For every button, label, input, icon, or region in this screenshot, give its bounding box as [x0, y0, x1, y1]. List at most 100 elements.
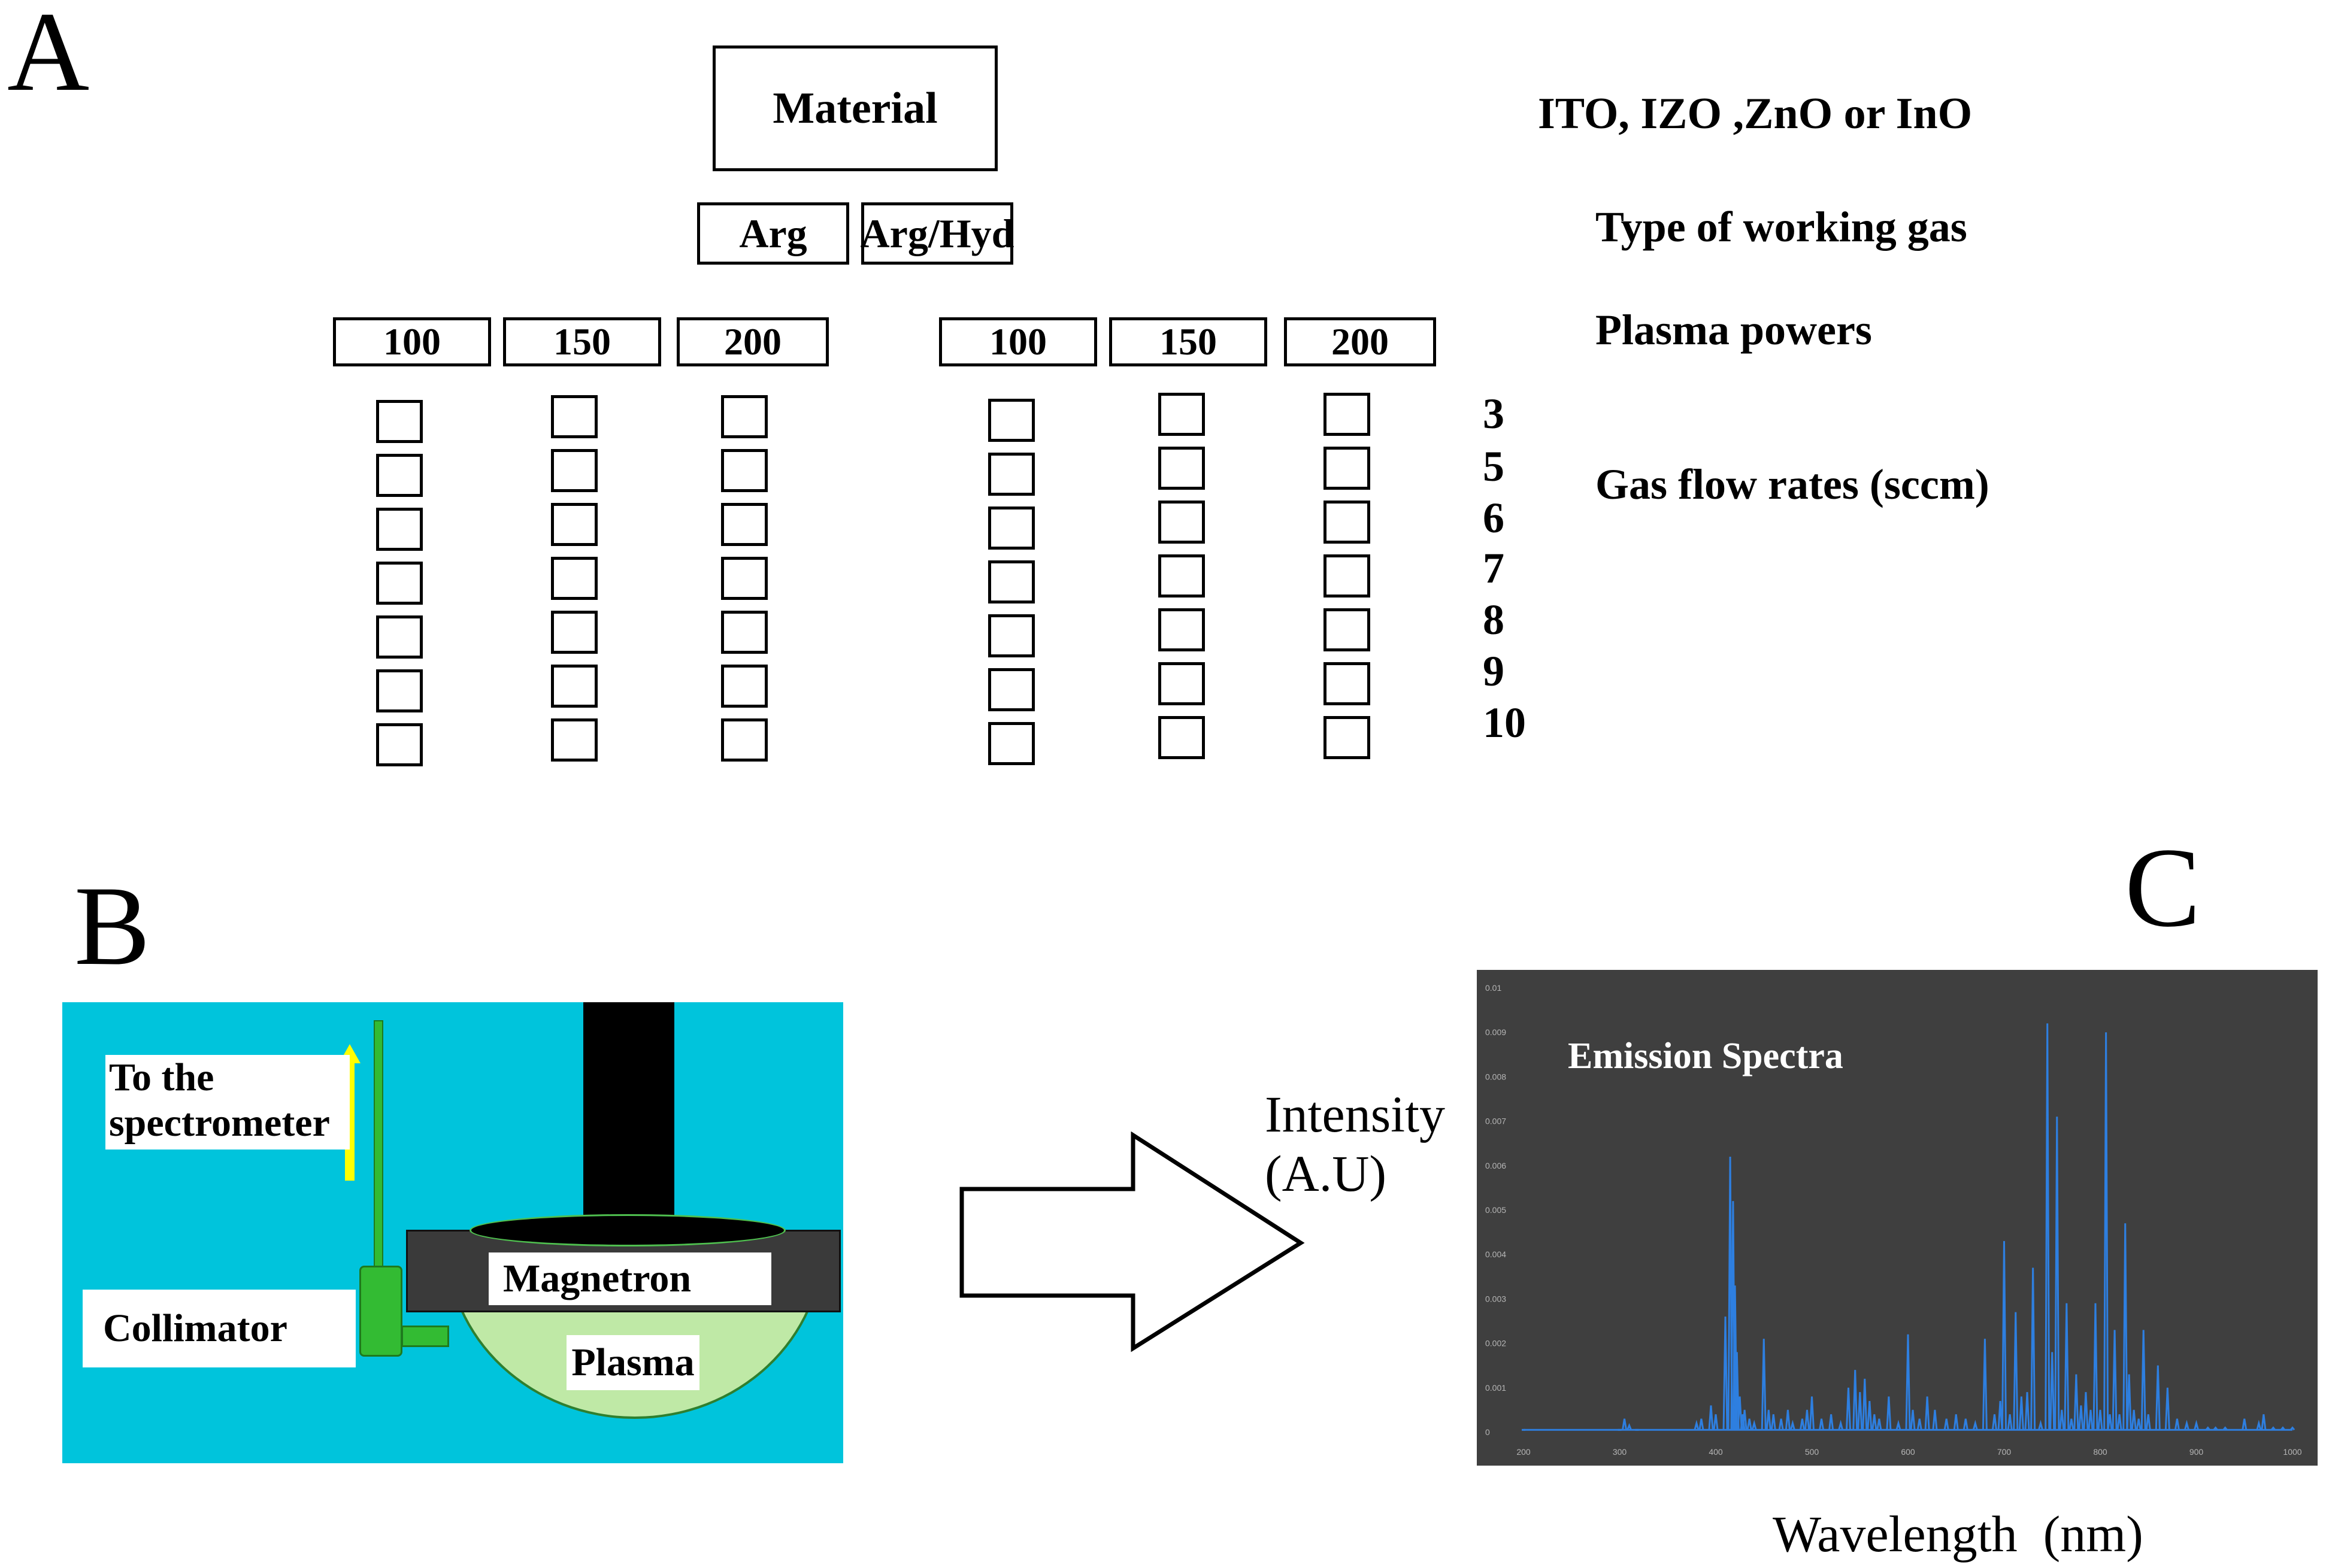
spectrum-peak: [1972, 1420, 1978, 1430]
y-tick-label: 0.001: [1485, 1383, 1506, 1393]
spectrum-peak: [1932, 1409, 1938, 1430]
flow-rate-value: 7: [1483, 544, 1504, 592]
spectrum-peak: [1916, 1418, 1922, 1430]
spectrum-peak: [1876, 1418, 1882, 1430]
gas-flow-title: Gas flow rates (sccm): [1595, 460, 1989, 508]
grid-cell: [551, 665, 598, 708]
x-tick-label: 500: [1805, 1447, 1819, 1457]
spectrum-peak: [2270, 1426, 2276, 1431]
y-tick-label: 0.008: [1485, 1072, 1506, 1081]
grid-cell: [551, 503, 598, 546]
spectrum-peak: [2131, 1409, 2137, 1430]
y-tick-label: 0.003: [1485, 1294, 1506, 1303]
grid-cell: [1323, 554, 1370, 598]
x-tick-label: 800: [2093, 1447, 2107, 1457]
chart-background: [1477, 970, 2318, 1466]
spectrum-peak: [1828, 1414, 1834, 1430]
flow-rate-value: 6: [1483, 494, 1504, 542]
grid-cell: [721, 503, 768, 546]
spectrum-peak: [2059, 1409, 2065, 1430]
grid-cell: [1323, 501, 1370, 544]
spectrum-peak: [1785, 1409, 1791, 1430]
grid-cell: [1323, 608, 1370, 651]
spectrum-peak: [1751, 1420, 1757, 1430]
spectrum-peak: [1838, 1420, 1844, 1430]
spectrum-peak: [2107, 1414, 2113, 1430]
grid-cell: [988, 722, 1035, 765]
spectrum-peak: [2103, 1032, 2109, 1430]
collimator-connector: [401, 1326, 449, 1347]
power-box: 100: [333, 317, 491, 366]
grid-cell: [988, 560, 1035, 603]
spectrum-peak: [1997, 1400, 2003, 1430]
spectrum-peak: [2054, 1117, 2060, 1430]
spectrum-peak: [2164, 1387, 2170, 1430]
spectrum-peak: [2174, 1418, 2180, 1430]
grid-cell: [551, 557, 598, 600]
grid-cell: [376, 562, 423, 605]
grid-cell: [721, 665, 768, 708]
spectrum-peak: [2001, 1241, 2007, 1430]
spectrum-peak: [1722, 1317, 1728, 1430]
flow-rate-value: 8: [1483, 596, 1504, 644]
grid-cell: [376, 454, 423, 497]
spectrum-peak: [1871, 1414, 1877, 1430]
spectrum-peak: [1982, 1339, 1988, 1430]
spectrum-peak: [2116, 1414, 2122, 1430]
spectrum-peak: [1713, 1414, 1719, 1430]
collimator-body: [359, 1266, 402, 1357]
grid-cell: [1323, 662, 1370, 705]
spectrum-peak: [2136, 1418, 2142, 1430]
spectrum-peak: [2205, 1426, 2210, 1431]
flow-rate-value: 3: [1483, 390, 1504, 438]
x-tick-label: 600: [1901, 1447, 1915, 1457]
spectrum-peak: [1799, 1418, 1805, 1430]
grid-cell: [1158, 608, 1205, 651]
x-tick-label: 1000: [2283, 1447, 2301, 1457]
grid-cell: [551, 718, 598, 762]
material-options: ITO, IZO ,ZnO or InO: [1538, 89, 1973, 138]
y-tick-label: 0.004: [1485, 1249, 1506, 1259]
grid-cell: [988, 614, 1035, 657]
spectrum-peak: [2068, 1418, 2074, 1430]
plasma-label: Plasma: [567, 1335, 699, 1390]
gas-label-arg-hyd: Arg/Hyd: [860, 210, 1014, 256]
spectrometer-label: To the spectrometer: [105, 1055, 350, 1150]
grid-cell: [721, 718, 768, 762]
spectrum-peak: [1761, 1339, 1767, 1430]
power-box: 200: [1284, 317, 1436, 366]
flow-rate-value: 5: [1483, 442, 1504, 490]
target-disk: [470, 1214, 786, 1246]
spectrum-peak: [2126, 1374, 2132, 1430]
gas-box-arg: Arg: [697, 202, 849, 265]
spectrum-peak: [2289, 1426, 2295, 1431]
emission-spectrum-chart: Emission Spectra 00.0010.0020.0030.0040.…: [1477, 970, 2318, 1466]
grid-cell: [1158, 716, 1205, 759]
panel-a-letter: A: [7, 0, 90, 115]
spectrum-peak: [1694, 1420, 1700, 1430]
spectrum-peak: [2213, 1426, 2218, 1431]
grid-cell: [721, 611, 768, 654]
spectrum-peak: [1770, 1414, 1776, 1430]
y-tick-label: 0.009: [1485, 1027, 1506, 1037]
grid-cell: [376, 400, 423, 443]
flow-rate-value: 10: [1483, 699, 1526, 747]
grid-cell: [1323, 447, 1370, 490]
y-tick-label: 0.007: [1485, 1117, 1506, 1126]
grid-cell: [1158, 393, 1205, 436]
panel-c-letter: C: [2125, 825, 2201, 951]
spectrum-peak: [1819, 1418, 1825, 1430]
x-tick-label: 700: [1997, 1447, 2012, 1457]
spectrum-peak: [1698, 1418, 1704, 1430]
grid-cell: [721, 557, 768, 600]
plasma-label-text: Plasma: [571, 1340, 695, 1385]
spectrum-peak: [1910, 1409, 1916, 1430]
magnetron-label-text: Magnetron: [503, 1257, 692, 1301]
spectrum-peak: [2222, 1426, 2228, 1431]
grid-cell: [1323, 393, 1370, 436]
spectrum-peak: [2038, 1420, 2043, 1430]
x-tick-label: 900: [2189, 1447, 2204, 1457]
grid-cell: [376, 508, 423, 551]
power-label: 100: [383, 320, 441, 363]
plasma-power-title: Plasma powers: [1595, 306, 1872, 354]
